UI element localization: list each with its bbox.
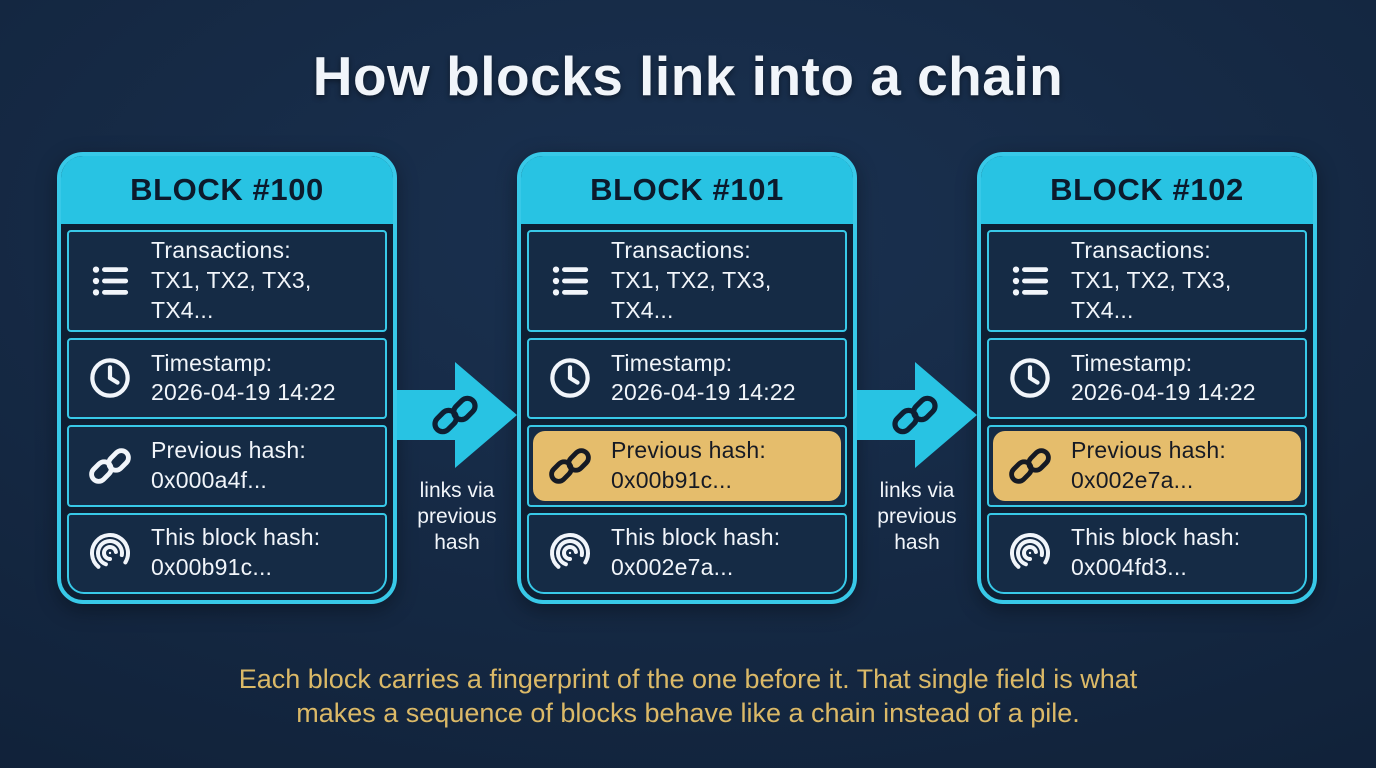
block-field-inner: Timestamp: 2026-04-19 14:22 xyxy=(533,344,841,413)
clock-icon xyxy=(999,355,1061,401)
block-field-value: 0x00b91c... xyxy=(151,554,273,581)
block-field-row: Previous hash: 0x00b91c... xyxy=(527,425,847,507)
block-field-inner: Transactions: TX1, TX2, TX3, TX4... xyxy=(533,236,841,326)
block-body: Transactions: TX1, TX2, TX3, TX4... Time… xyxy=(521,224,853,600)
list-icon xyxy=(999,260,1061,302)
block-card: BLOCK #101 Transactions: TX1, TX2, TX3, … xyxy=(517,152,857,604)
list-icon xyxy=(539,260,601,302)
block-field-text: Transactions: TX1, TX2, TX3, TX4... xyxy=(611,236,835,326)
block-field-value: 0x000a4f... xyxy=(151,466,268,493)
list-icon xyxy=(79,260,141,302)
fingerprint-icon xyxy=(539,529,601,577)
block-field-inner: Timestamp: 2026-04-19 14:22 xyxy=(73,344,381,413)
block-field-label: Timestamp: xyxy=(611,349,733,376)
block-field-value: 0x002e7a... xyxy=(1071,466,1194,493)
block-field-value: TX1, TX2, TX3, TX4... xyxy=(611,266,772,323)
block-header: BLOCK #101 xyxy=(521,156,853,224)
chain-connector: links via previous hash xyxy=(857,362,977,556)
block-header: BLOCK #102 xyxy=(981,156,1313,224)
block-card: BLOCK #102 Transactions: TX1, TX2, TX3, … xyxy=(977,152,1317,604)
block-field-inner: Previous hash: 0x000a4f... xyxy=(73,431,381,500)
block-field-value: 2026-04-19 14:22 xyxy=(1071,379,1256,406)
block-field-inner: Transactions: TX1, TX2, TX3, TX4... xyxy=(73,236,381,326)
block-field-value: 0x004fd3... xyxy=(1071,554,1188,581)
block-field-row: Timestamp: 2026-04-19 14:22 xyxy=(67,337,387,420)
block-field-label: Timestamp: xyxy=(1071,349,1193,376)
block-title: BLOCK #101 xyxy=(590,172,784,207)
block-field-row: This block hash: 0x002e7a... xyxy=(527,512,847,594)
block-body: Transactions: TX1, TX2, TX3, TX4... Time… xyxy=(981,224,1313,600)
block-field-row: Transactions: TX1, TX2, TX3, TX4... xyxy=(987,230,1307,332)
link-icon xyxy=(539,443,601,489)
block-field-label: This block hash: xyxy=(151,524,321,551)
block-field-value: TX1, TX2, TX3, TX4... xyxy=(151,266,312,323)
block-field-label: This block hash: xyxy=(611,524,781,551)
block-field-value: 2026-04-19 14:22 xyxy=(611,379,796,406)
block-header: BLOCK #100 xyxy=(61,156,393,224)
block-field-text: Timestamp: 2026-04-19 14:22 xyxy=(611,349,796,409)
clock-icon xyxy=(539,355,601,401)
block-field-inner: Transactions: TX1, TX2, TX3, TX4... xyxy=(993,236,1301,326)
connector-label: links via previous hash xyxy=(417,479,497,555)
block-field-row: Timestamp: 2026-04-19 14:22 xyxy=(987,337,1307,420)
caption: Each block carries a fingerprint of the … xyxy=(0,662,1376,730)
block-title: BLOCK #102 xyxy=(1050,172,1244,207)
block-field-inner: Timestamp: 2026-04-19 14:22 xyxy=(993,344,1301,413)
block-field-label: Previous hash: xyxy=(151,436,306,463)
block-field-row: Transactions: TX1, TX2, TX3, TX4... xyxy=(527,230,847,332)
block-field-label: Previous hash: xyxy=(611,436,766,463)
block-field-text: This block hash: 0x00b91c... xyxy=(151,523,320,583)
block-field-value: 0x002e7a... xyxy=(611,554,734,581)
block-field-value: 2026-04-19 14:22 xyxy=(151,379,336,406)
block-field-label: Transactions: xyxy=(1071,237,1211,263)
chain-link-icon xyxy=(890,390,940,445)
fingerprint-icon xyxy=(79,529,141,577)
block-field-text: This block hash: 0x002e7a... xyxy=(611,523,780,583)
block-field-label: This block hash: xyxy=(1071,524,1241,551)
block-field-text: Previous hash: 0x002e7a... xyxy=(1071,436,1226,496)
caption-line-1: Each block carries a fingerprint of the … xyxy=(238,664,1138,694)
block-field-text: This block hash: 0x004fd3... xyxy=(1071,523,1240,583)
block-field-label: Timestamp: xyxy=(151,349,273,376)
blocks-row: BLOCK #100 Transactions: TX1, TX2, TX3, … xyxy=(57,152,1317,604)
arrow-wrap xyxy=(397,362,517,468)
block-field-label: Transactions: xyxy=(151,237,291,263)
link-icon xyxy=(999,443,1061,489)
block-field-row: Previous hash: 0x002e7a... xyxy=(987,425,1307,507)
block-field-text: Timestamp: 2026-04-19 14:22 xyxy=(151,349,336,409)
link-icon xyxy=(79,443,141,489)
block-field-label: Transactions: xyxy=(611,237,751,263)
arrow-wrap xyxy=(857,362,977,468)
block-field-inner: Previous hash: 0x00b91c... xyxy=(533,431,841,501)
fingerprint-icon xyxy=(999,529,1061,577)
chain-link-icon xyxy=(430,390,480,445)
block-field-row: Transactions: TX1, TX2, TX3, TX4... xyxy=(67,230,387,332)
block-field-row: This block hash: 0x00b91c... xyxy=(67,512,387,594)
block-card: BLOCK #100 Transactions: TX1, TX2, TX3, … xyxy=(57,152,397,604)
block-field-inner: Previous hash: 0x002e7a... xyxy=(993,431,1301,501)
block-field-row: Timestamp: 2026-04-19 14:22 xyxy=(527,337,847,420)
block-field-text: Previous hash: 0x000a4f... xyxy=(151,436,306,496)
chain-connector: links via previous hash xyxy=(397,362,517,556)
page-title: How blocks link into a chain xyxy=(312,45,1064,107)
block-field-label: Previous hash: xyxy=(1071,436,1226,463)
block-field-inner: This block hash: 0x00b91c... xyxy=(73,519,381,588)
block-field-inner: This block hash: 0x004fd3... xyxy=(993,519,1301,588)
block-title: BLOCK #100 xyxy=(130,172,324,207)
block-field-text: Transactions: TX1, TX2, TX3, TX4... xyxy=(151,236,375,326)
connector-label: links via previous hash xyxy=(877,479,957,555)
block-field-value: TX1, TX2, TX3, TX4... xyxy=(1071,266,1232,323)
block-body: Transactions: TX1, TX2, TX3, TX4... Time… xyxy=(61,224,393,600)
block-field-text: Timestamp: 2026-04-19 14:22 xyxy=(1071,349,1256,409)
block-field-text: Previous hash: 0x00b91c... xyxy=(611,436,766,496)
block-field-inner: This block hash: 0x002e7a... xyxy=(533,519,841,588)
block-field-row: This block hash: 0x004fd3... xyxy=(987,512,1307,594)
block-field-value: 0x00b91c... xyxy=(611,466,733,493)
caption-line-2: makes a sequence of blocks behave like a… xyxy=(296,698,1080,729)
clock-icon xyxy=(79,355,141,401)
block-field-row: Previous hash: 0x000a4f... xyxy=(67,425,387,507)
block-field-text: Transactions: TX1, TX2, TX3, TX4... xyxy=(1071,236,1295,326)
